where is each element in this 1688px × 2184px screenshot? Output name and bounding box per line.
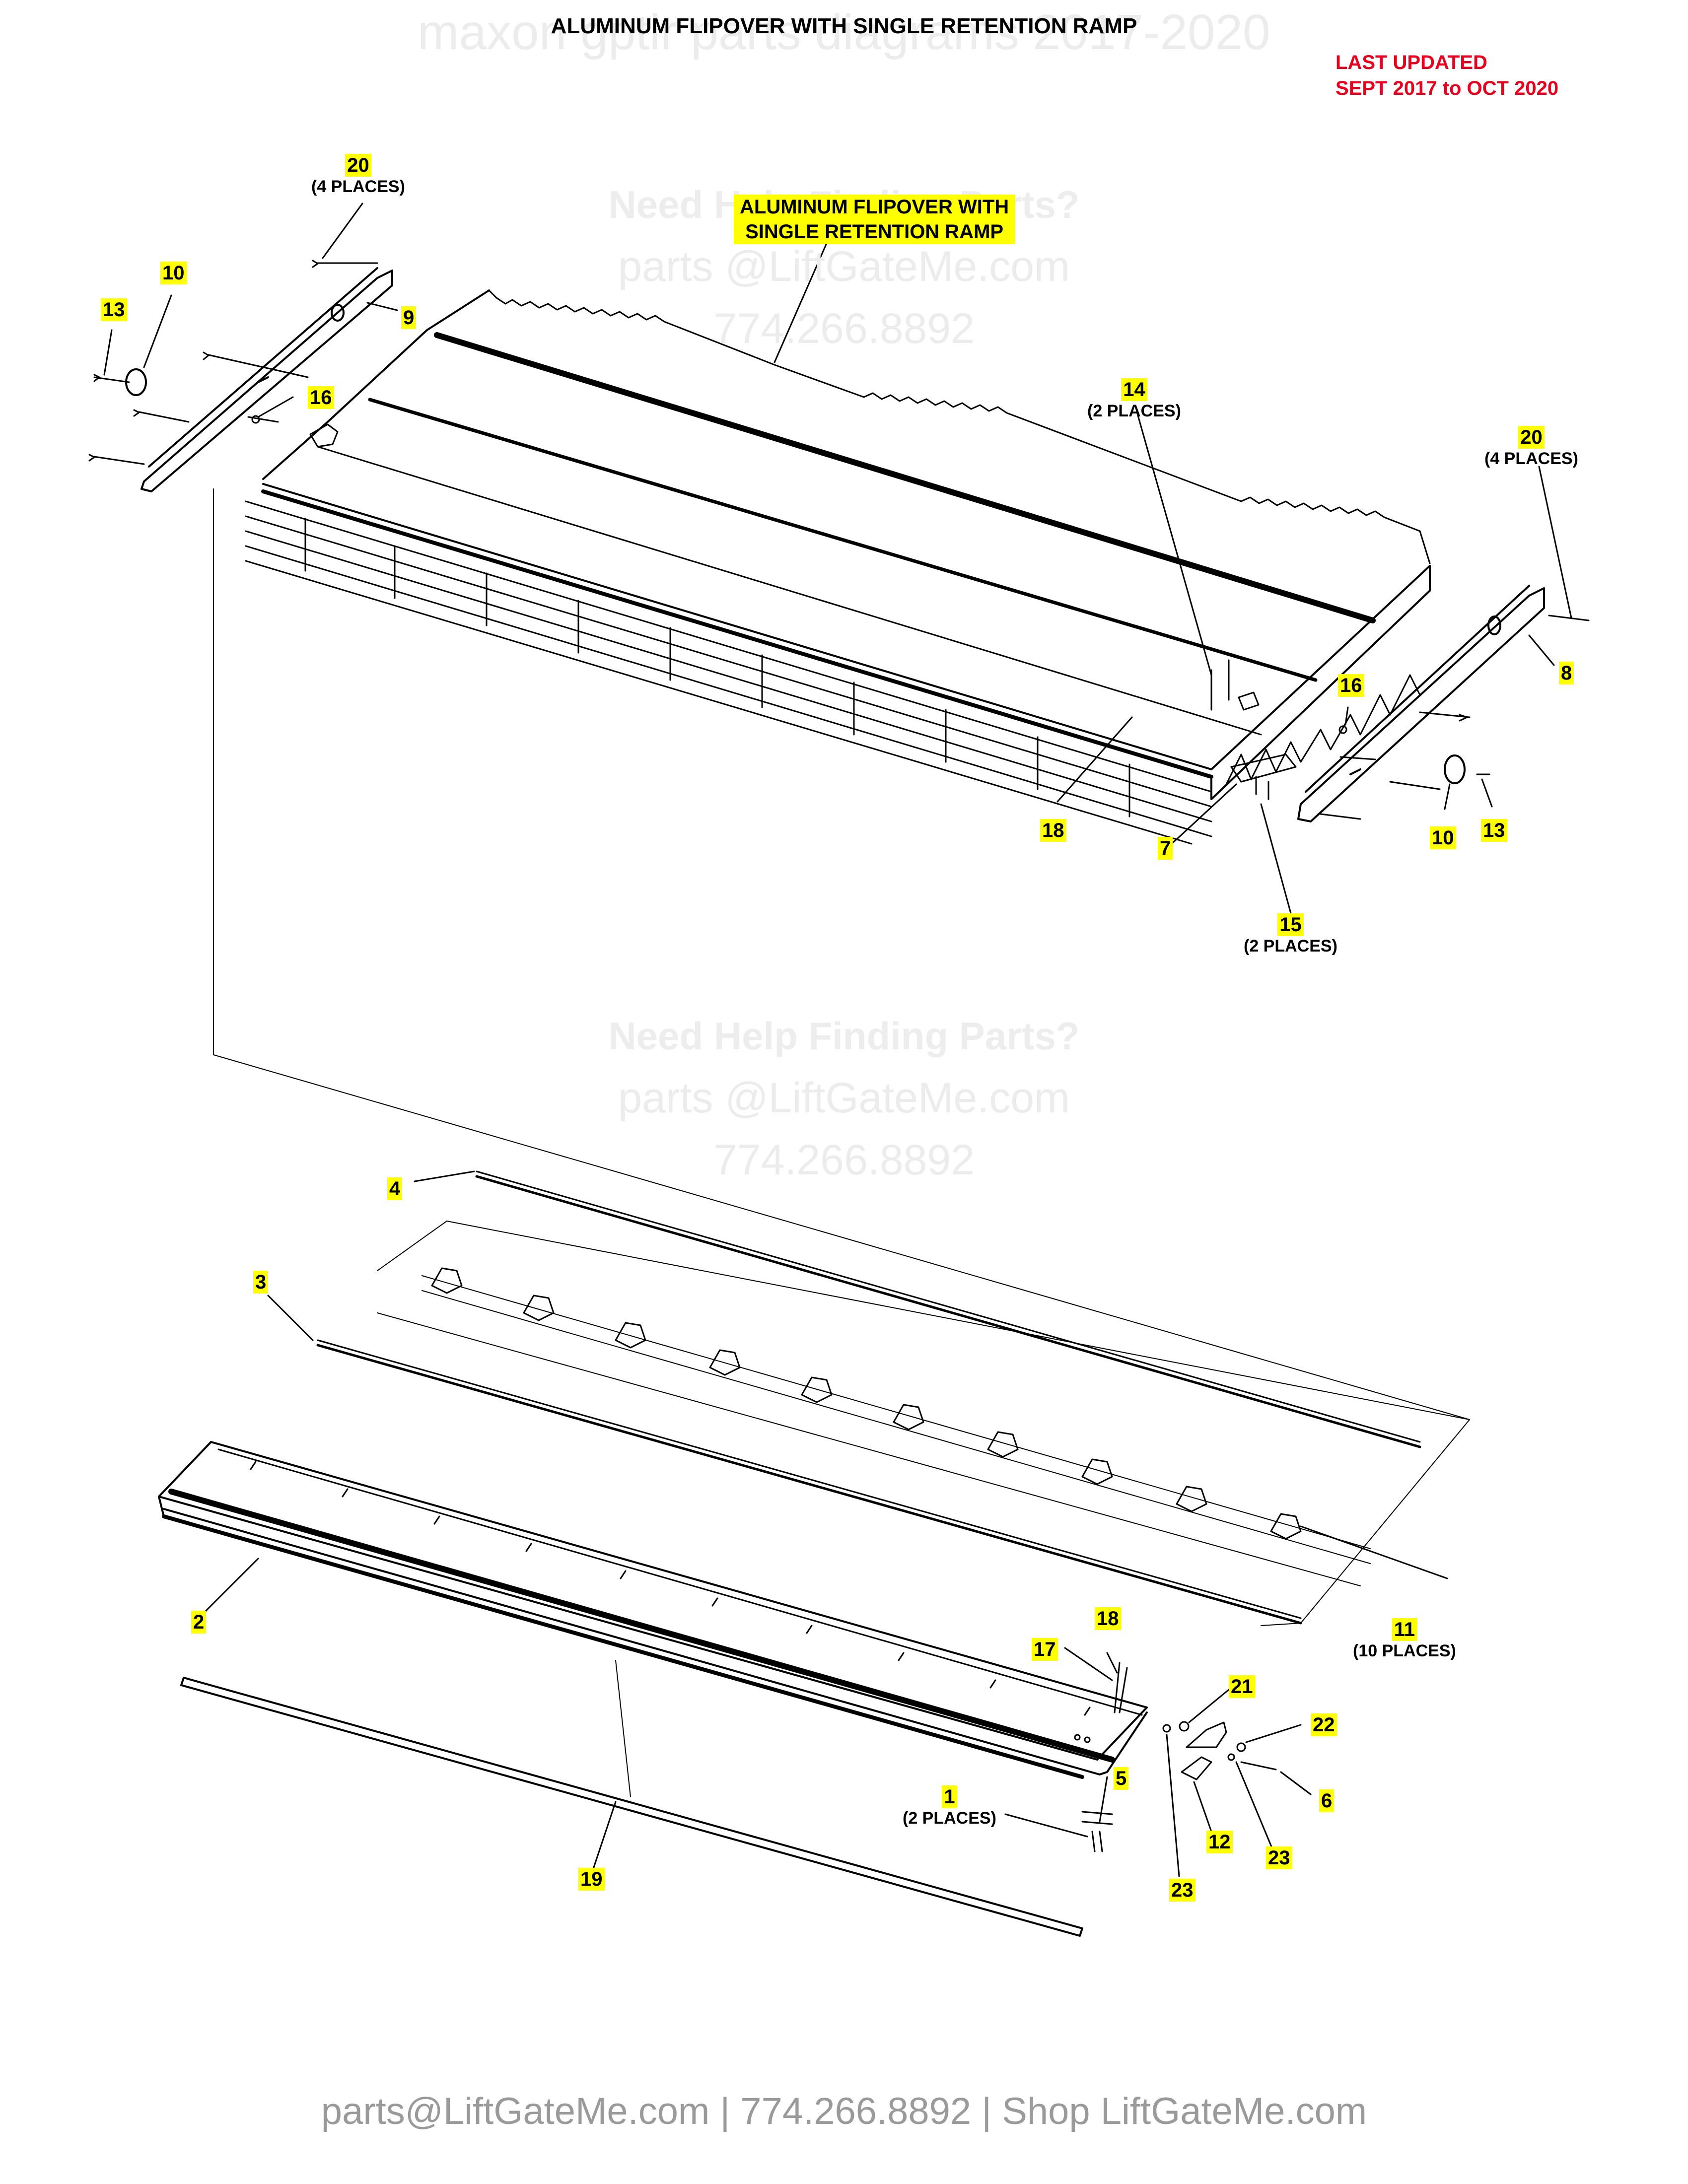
callout-9: 9 [401,306,417,329]
callout-10-right: 10 [1430,826,1456,849]
callout-20-left: 20(4 PLACES) [311,154,405,196]
callout-18-top: 18 [1040,819,1066,842]
callout-18-bottom: 18 [1095,1607,1121,1630]
callout-13-right: 13 [1481,819,1507,842]
left-hardware [88,260,378,465]
watermark-top: maxon gptlr parts diagrams 2017-2020 [418,4,1270,60]
callout-12: 12 [1206,1831,1233,1853]
help-watermark-heading: Need Help Finding Parts? [608,1014,1080,1058]
callout-2: 2 [191,1611,207,1634]
callout-11: 11(10 PLACES) [1353,1618,1456,1660]
callout-8: 8 [1559,662,1574,684]
help-watermark-phone: 774.266.8892 [713,1136,975,1184]
ramp-extrusion [158,1441,1148,1779]
page-title: ALUMINUM FLIPOVER WITH SINGLE RETENTION … [551,14,1137,38]
callout-1: 1(2 PLACES) [903,1785,996,1828]
callout-13-left: 13 [101,298,127,321]
assembly-label-line2: SINGLE RETENTION RAMP [734,219,1015,244]
help-watermark: Need Help Finding Parts? parts @LiftGate… [0,1005,1688,1191]
callout-17: 17 [1032,1638,1058,1661]
last-updated-label: LAST UPDATED [1336,52,1487,73]
callout-7: 7 [1158,837,1173,860]
assembly-label: ALUMINUM FLIPOVER WITH SINGLE RETENTION … [734,195,1015,244]
footer-contact: parts@LiftGateMe.com | 774.266.8892 | Sh… [321,2090,1367,2132]
hinge-blocks [431,1267,1302,1540]
callout-23-right: 23 [1266,1846,1292,1869]
end-hardware [1081,1662,1277,1852]
flipover-platform [245,289,1431,845]
bolts-14-15 [1210,659,1269,800]
right-hardware [1320,614,1590,820]
callout-15: 15(2 PLACES) [1244,913,1337,956]
callout-23-left: 23 [1169,1879,1196,1902]
help-watermark-email: parts @LiftGateMe.com [618,1074,1070,1122]
callout-20-right: 20(4 PLACES) [1484,426,1578,468]
last-updated-range: SEPT 2017 to OCT 2020 [1336,77,1559,99]
callout-6: 6 [1319,1789,1335,1812]
callout-14: 14(2 PLACES) [1087,378,1181,420]
callout-3: 3 [253,1271,269,1294]
assembly-label-line1: ALUMINUM FLIPOVER WITH [734,195,1015,219]
callout-22: 22 [1311,1713,1337,1736]
callout-10-left: 10 [160,262,187,284]
last-updated-note: LAST UPDATED SEPT 2017 to OCT 2020 [1336,50,1558,101]
callout-5: 5 [1114,1767,1129,1790]
help-watermark-email: parts @LiftGateMe.com [618,243,1070,290]
callout-4: 4 [387,1177,403,1200]
callout-16-right: 16 [1338,674,1364,697]
help-watermark-phone: 774.266.8892 [713,305,975,352]
callout-19: 19 [578,1868,605,1891]
callout-16-left: 16 [308,386,334,409]
callout-21: 21 [1229,1675,1255,1698]
